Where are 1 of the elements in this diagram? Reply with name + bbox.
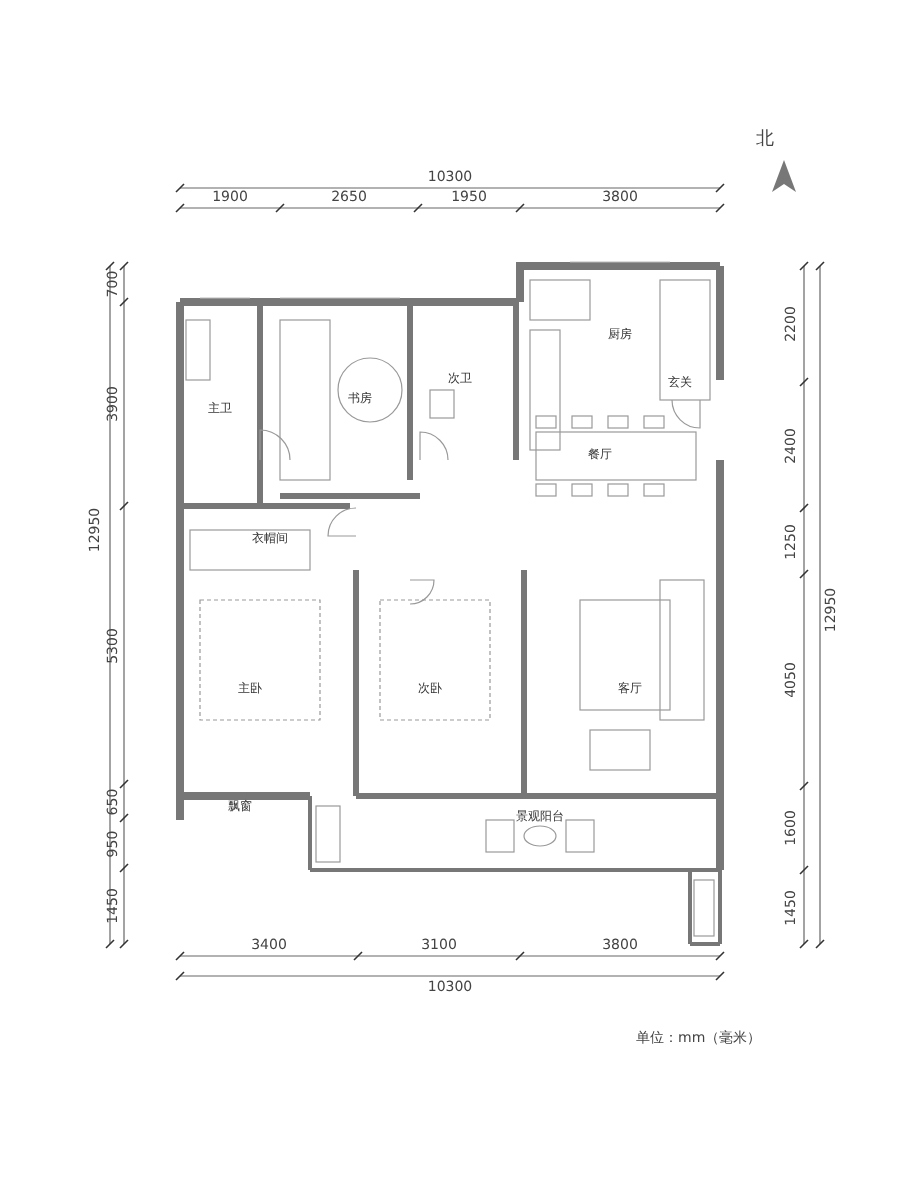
north-label: 北 <box>756 132 774 150</box>
